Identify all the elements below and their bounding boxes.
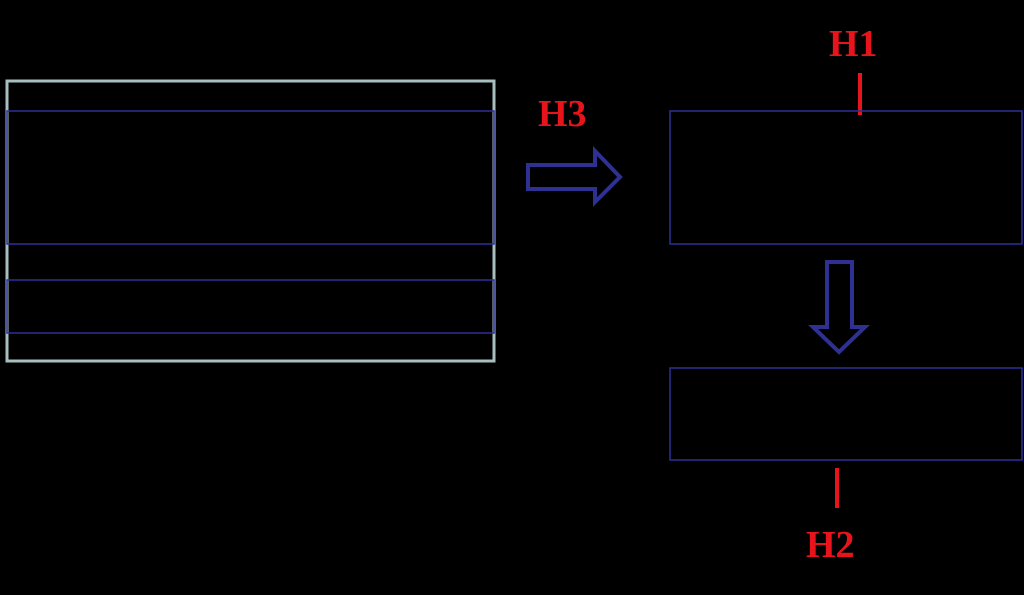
source-stack xyxy=(5,79,496,363)
outer-frame xyxy=(5,79,496,363)
top-box xyxy=(669,110,1023,245)
h2-label: H2 xyxy=(806,524,855,566)
right-arrow-icon xyxy=(526,146,623,207)
h3-label: H3 xyxy=(538,93,587,135)
bottom-box xyxy=(669,367,1023,461)
target-box-bottom: H2 xyxy=(669,367,1023,566)
upper-strip xyxy=(6,110,495,245)
down-arrow-icon xyxy=(808,260,870,355)
target-box-top: H1 xyxy=(669,23,1023,245)
h1-label: H1 xyxy=(829,23,878,65)
lower-strip xyxy=(6,279,495,334)
